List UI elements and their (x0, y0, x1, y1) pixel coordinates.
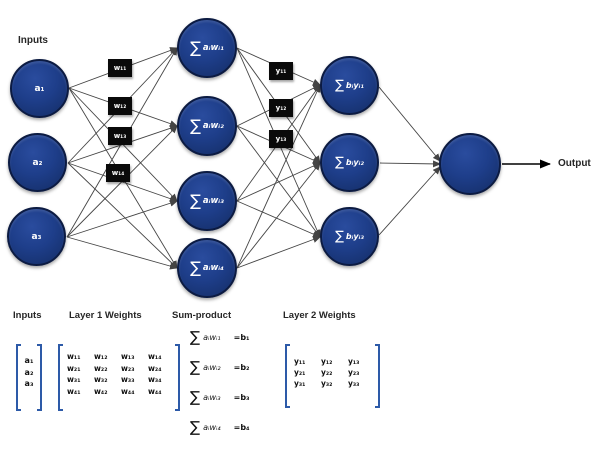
input-vector-cell: a₃ (24, 379, 34, 389)
sum-lhs: aᵢwᵢ₂ (203, 362, 221, 372)
layer2-matrix-cell: y₃₃ (348, 379, 360, 388)
layer2-matrix-cell: y₂₁ (294, 368, 306, 377)
sigma-icon: ∑ (190, 116, 201, 135)
bracket-left (16, 344, 21, 411)
input-node-a2-label: a₂ (32, 157, 43, 168)
layer2-matrix-cell: y₃₁ (294, 379, 306, 388)
sum-product-row-3: ∑ aᵢwᵢ₃ =b₃ (190, 387, 250, 407)
sigma-icon: ∑ (335, 78, 344, 93)
legend-inputs-label: Inputs (13, 310, 42, 321)
sum-product-row-2: ∑ aᵢwᵢ₂ =b₂ (190, 357, 250, 377)
legend-layer1-label: Layer 1 Weights (69, 310, 142, 321)
hidden-node-3: ∑ aᵢwᵢ₃ (177, 171, 237, 231)
sum-lhs: aᵢwᵢ₄ (203, 422, 221, 432)
hidden-node-1: ∑ aᵢwᵢ₁ (177, 18, 237, 78)
layer1-matrix-cell: w₂₁ (67, 363, 81, 373)
sigma-icon: ∑ (190, 38, 201, 57)
layer1-matrix-cell: w₁₃ (121, 352, 135, 362)
input-node-a2: a₂ (8, 133, 67, 192)
layer2-to-output-edges (378, 86, 441, 236)
layer1-matrix-cell: w₃₂ (94, 375, 108, 385)
bracket-right (37, 344, 42, 411)
sum-lhs: aᵢwᵢ₁ (203, 332, 221, 342)
legend-sum-label: Sum-product (172, 310, 232, 321)
hidden-node-3-formula: aᵢwᵢ₃ (202, 196, 224, 206)
hidden-node-4: ∑ aᵢwᵢ₄ (177, 238, 237, 298)
layer1-matrix-cell: w₃₄ (148, 375, 162, 385)
layer1-matrix-cell: w₄₄ (148, 387, 162, 397)
hidden-to-layer2-edges (236, 47, 321, 269)
weight-tag-y11: y₁₁ (269, 62, 293, 80)
sum-product-row-1: ∑ aᵢwᵢ₁ =b₁ (190, 327, 250, 347)
layer1-matrix-cell: w₃₃ (121, 375, 135, 385)
sigma-icon: ∑ (190, 258, 201, 277)
layer2-node-2-formula: bᵢyᵢ₂ (345, 158, 364, 167)
layer2-node-3-formula: bᵢyᵢ₃ (345, 232, 364, 241)
layer1-matrix-cell: w₃₁ (67, 375, 81, 385)
layer1-matrix-cell: w₄₄ (121, 387, 135, 397)
layer2-weights-matrix: y₁₁ y₁₂ y₁₃ y₂₁ y₂₂ y₂₃ y₃₁ y₃₂ y₃₃ (285, 344, 380, 408)
sum-product-row-4: ∑ aᵢwᵢ₄ =b₄ (190, 417, 250, 437)
layer1-matrix-cell: w₂₄ (148, 363, 162, 373)
layer2-matrix-cell: y₂₂ (321, 368, 333, 377)
sigma-icon: ∑ (190, 417, 201, 436)
hidden-node-4-formula: aᵢwᵢ₄ (202, 263, 224, 273)
layer1-matrix-cell: w₁₄ (148, 352, 162, 362)
sum-rhs: =b₂ (233, 362, 250, 372)
sigma-icon: ∑ (335, 155, 344, 170)
layer2-matrix-cell: y₁₂ (321, 357, 333, 366)
sigma-icon: ∑ (190, 327, 201, 346)
layer1-matrix-cell: w₁₁ (67, 352, 81, 362)
bracket-left (285, 344, 290, 408)
input-node-a3-label: a₃ (31, 231, 42, 242)
weight-tag-w12: w₁₂ (108, 97, 132, 115)
weight-tag-w14: w₁₄ (106, 164, 130, 182)
sum-lhs: aᵢwᵢ₃ (203, 392, 221, 402)
sigma-icon: ∑ (190, 357, 201, 376)
legend-layer2-label: Layer 2 Weights (283, 310, 356, 321)
input-node-a3: a₃ (7, 207, 66, 266)
weight-tag-w13: w₁₃ (108, 127, 132, 145)
sum-rhs: =b₁ (233, 332, 250, 342)
input-vector-matrix: a₁ a₂ a₃ (16, 344, 42, 411)
weight-tag-y12: y₁₂ (269, 99, 293, 117)
layer2-node-1-formula: bᵢyᵢ₁ (345, 81, 364, 90)
inputs-caption: Inputs (18, 35, 48, 46)
bracket-right (175, 344, 180, 411)
weight-tag-y13: y₁₃ (269, 130, 293, 148)
hidden-node-1-formula: aᵢwᵢ₁ (202, 43, 224, 53)
input-vector-cell: a₂ (24, 367, 34, 377)
input-to-hidden-edges (66, 47, 178, 270)
layer1-matrix-cell: w₂₃ (121, 363, 135, 373)
output-node (439, 133, 501, 195)
sum-rhs: =b₃ (233, 392, 250, 402)
sigma-icon: ∑ (190, 191, 201, 210)
input-node-a1-label: a₁ (34, 83, 45, 94)
layer1-matrix-cell: w₄₁ (67, 387, 81, 397)
sigma-icon: ∑ (335, 229, 344, 244)
bracket-right (375, 344, 380, 408)
layer2-node-3: ∑ bᵢyᵢ₃ (320, 207, 379, 266)
layer1-weights-matrix: w₁₁ w₁₂ w₁₃ w₁₄ w₂₁ w₂₂ w₂₃ w₂₄ w₃₁ w₃₂ … (58, 344, 180, 411)
layer1-matrix-cell: w₁₂ (94, 352, 108, 362)
layer2-matrix-cell: y₂₃ (348, 368, 360, 377)
input-node-a1: a₁ (10, 59, 69, 118)
layer2-node-1: ∑ bᵢyᵢ₁ (320, 56, 379, 115)
weight-tag-w11: w₁₁ (108, 59, 132, 77)
layer2-matrix-cell: y₃₂ (321, 379, 333, 388)
layer2-matrix-cell: y₁₁ (294, 357, 306, 366)
sigma-icon: ∑ (190, 387, 201, 406)
layer2-node-2: ∑ bᵢyᵢ₂ (320, 133, 379, 192)
bracket-left (58, 344, 63, 411)
layer1-matrix-cell: w₂₂ (94, 363, 108, 373)
output-caption: Output (558, 158, 591, 169)
sum-rhs: =b₄ (233, 422, 250, 432)
input-vector-cell: a₁ (24, 356, 34, 366)
layer2-matrix-cell: y₁₃ (348, 357, 360, 366)
hidden-node-2-formula: aᵢwᵢ₂ (202, 121, 224, 131)
hidden-node-2: ∑ aᵢwᵢ₂ (177, 96, 237, 156)
layer1-matrix-cell: w₄₂ (94, 387, 108, 397)
